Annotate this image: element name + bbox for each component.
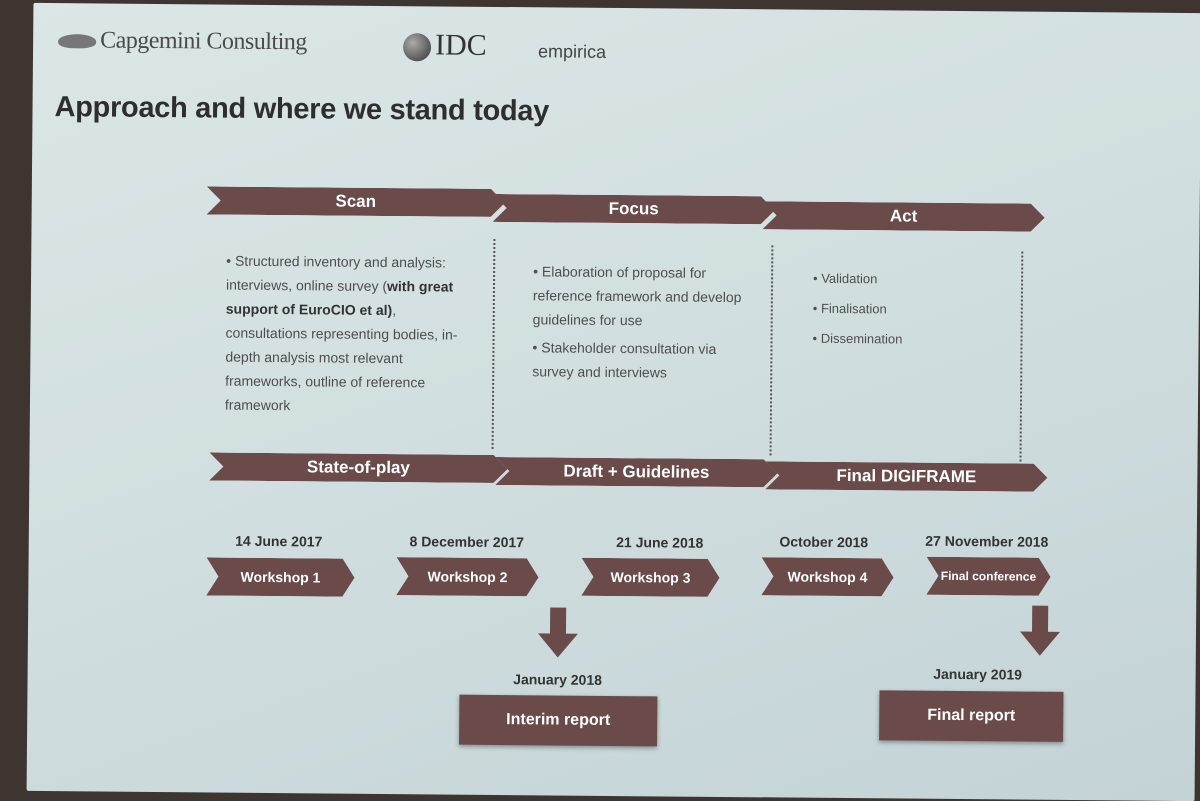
workshop-date: 8 December 2017 — [409, 533, 525, 551]
report-date: January 2019 — [933, 665, 1023, 683]
logo-bar: Capgemini Consulting IDC empirica — [58, 25, 658, 70]
interim-report: Interim report — [459, 694, 658, 747]
focus-column: • Elaboration of proposal for reference … — [532, 259, 743, 389]
column-divider — [491, 238, 496, 449]
capgemini-logo: Capgemini Consulting — [58, 27, 307, 56]
workshop-date: 14 June 2017 — [235, 532, 323, 550]
phase-focus: Focus — [493, 194, 775, 224]
act-bullet: • Dissemination — [812, 330, 903, 347]
act-bullet: • Validation — [813, 270, 878, 287]
scan-bullet: • Structured inventory and analysis: int… — [224, 252, 458, 414]
workshop-3: Workshop 3 — [581, 558, 719, 597]
idc-logo: IDC — [402, 28, 487, 63]
page-title: Approach and where we stand today — [54, 91, 550, 128]
workshop-date: 21 June 2018 — [616, 534, 704, 551]
output-state-of-play: State-of-play — [209, 452, 507, 483]
focus-bullet: • Elaboration of proposal for reference … — [532, 263, 742, 329]
workshop-2: Workshop 2 — [396, 557, 538, 596]
final-report: Final report — [879, 690, 1064, 742]
slide: Capgemini Consulting IDC empirica Approa… — [26, 2, 1200, 801]
workshop-4: Workshop 4 — [761, 557, 893, 596]
act-column: • Validation • Finalisation • Disseminat… — [812, 264, 993, 356]
column-divider — [769, 245, 774, 456]
workshop-date: 27 November 2018 — [925, 532, 1049, 550]
empirica-logo: empirica — [537, 41, 607, 62]
output-final-digiframe: Final DIGIFRAME — [765, 461, 1047, 491]
idc-globe-icon — [402, 33, 432, 62]
phase-scan: Scan — [207, 186, 505, 217]
down-arrow-icon — [537, 607, 578, 659]
report-date: January 2018 — [513, 671, 603, 688]
workshop-1: Workshop 1 — [206, 557, 354, 596]
final-conference: Final conference — [926, 557, 1050, 596]
focus-bullet: • Stakeholder consultation via survey an… — [532, 339, 717, 381]
capgemini-spade-icon — [58, 34, 97, 49]
workshop-date: October 2018 — [779, 533, 869, 551]
scan-column: • Structured inventory and analysis: int… — [225, 249, 466, 423]
phase-act: Act — [763, 201, 1045, 231]
down-arrow-icon — [1019, 605, 1061, 658]
output-draft-guidelines: Draft + Guidelines — [495, 457, 777, 487]
act-bullet: • Finalisation — [812, 300, 887, 317]
column-divider — [1019, 251, 1024, 462]
